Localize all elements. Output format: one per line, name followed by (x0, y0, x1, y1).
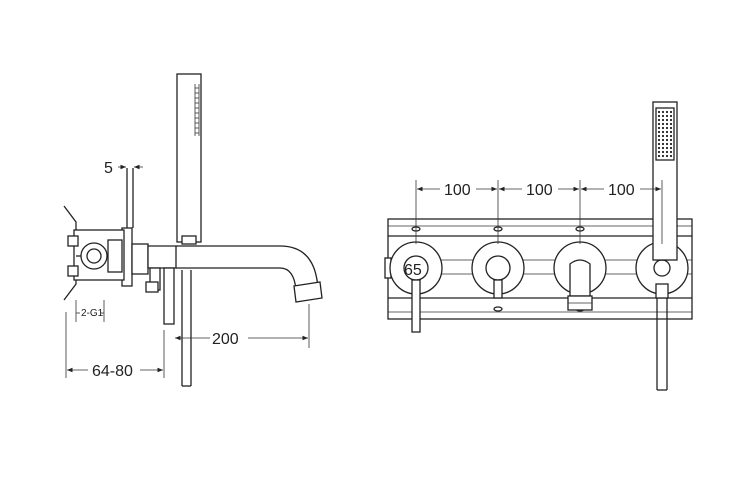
nozzle-dot (657, 118, 661, 122)
nozzle-dot (665, 126, 669, 130)
nozzle-dot (657, 110, 661, 114)
hand-shower-side (176, 73, 202, 245)
nozzle-dot (661, 138, 665, 142)
nozzle-dot (669, 114, 673, 118)
lever-and-hose-side (145, 267, 192, 387)
nozzle-dot (669, 130, 673, 134)
nozzle-dot (661, 146, 665, 150)
nozzle-dot (669, 122, 673, 126)
nozzle-dot (669, 142, 673, 146)
nozzle-dot (657, 114, 661, 118)
nozzle-dot (657, 134, 661, 138)
nozzle-dot (669, 134, 673, 138)
nozzle-dot (661, 118, 665, 122)
nozzle-dot (657, 154, 661, 158)
label-handle-diameter: 65 (404, 262, 422, 279)
nozzle-dot (669, 154, 673, 158)
nozzle-dot (665, 118, 669, 122)
nozzle-dot (665, 110, 669, 114)
nozzle-dot (661, 110, 665, 114)
nozzle-dot (657, 142, 661, 146)
nozzle-dot (665, 150, 669, 154)
label-spacing-1: 100 (444, 182, 471, 199)
nozzle-dot (669, 126, 673, 130)
label-spacing-3: 100 (608, 182, 635, 199)
nozzle-dot (661, 122, 665, 126)
nozzle-dot (661, 114, 665, 118)
label-spout-reach: 200 (212, 331, 239, 348)
nozzle-dot (657, 122, 661, 126)
nozzle-dot (665, 134, 669, 138)
shower-nozzles (657, 110, 673, 158)
spout (131, 243, 323, 303)
nozzle-dot (661, 142, 665, 146)
side-view: 5 2-G1 64-80 200 (63, 73, 323, 387)
dim-depth: 64-80 (65, 312, 165, 380)
nozzle-dot (669, 118, 673, 122)
nozzle-dot (657, 130, 661, 134)
nozzle-dot (669, 110, 673, 114)
dim-wall-gap: 5 (104, 160, 143, 177)
label-thread: 2-G1 (81, 308, 104, 319)
label-depth: 64-80 (92, 363, 133, 380)
valve-body (63, 205, 125, 301)
label-spacing-2: 100 (526, 182, 553, 199)
nozzle-dot (665, 130, 669, 134)
rosette-3-spout (553, 241, 607, 311)
nozzle-dot (661, 130, 665, 134)
nozzle-dot (657, 150, 661, 154)
nozzle-dot (657, 138, 661, 142)
nozzle-dot (665, 114, 669, 118)
nozzle-dot (661, 134, 665, 138)
rosette-1: 65 (389, 241, 443, 333)
nozzle-dot (661, 154, 665, 158)
nozzle-dot (669, 150, 673, 154)
nozzle-dot (665, 142, 669, 146)
nozzle-dot (665, 154, 669, 158)
dim-spout-reach: 200 (175, 304, 310, 348)
nozzle-dot (665, 122, 669, 126)
label-wall-gap: 5 (104, 160, 113, 177)
nozzle-dot (661, 126, 665, 130)
hand-shower-front (652, 101, 678, 261)
nozzle-dot (669, 138, 673, 142)
nozzle-dot (665, 146, 669, 150)
dim-spacing: 100 100 100 (415, 180, 663, 244)
nozzle-dot (665, 138, 669, 142)
nozzle-dot (669, 146, 673, 150)
nozzle-dot (661, 150, 665, 154)
nozzle-dot (657, 126, 661, 130)
front-view: 65 (384, 101, 693, 391)
nozzle-dot (657, 146, 661, 150)
dim-thread: 2-G1 (75, 300, 105, 322)
